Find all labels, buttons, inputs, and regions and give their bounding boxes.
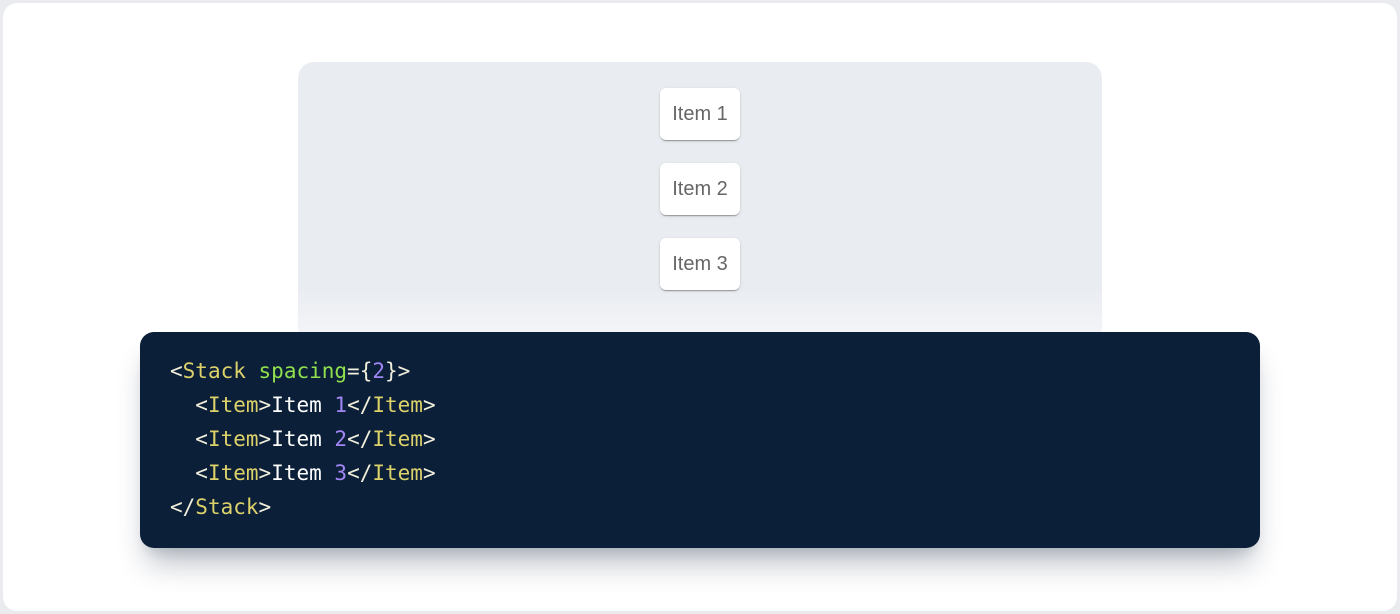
code-token-number: 2: [372, 359, 385, 383]
stack-item-card: Item 2: [660, 163, 740, 215]
code-token-punctuation: </: [170, 495, 195, 519]
stack-container: Item 1 Item 2 Item 3: [298, 62, 1102, 290]
code-line: </Stack>: [170, 490, 1240, 524]
stack-item-label: Item 2: [672, 179, 728, 199]
code-token-text: Item: [271, 461, 334, 485]
page-card: Item 1 Item 2 Item 3 <Stack spacing={2}>…: [3, 3, 1397, 611]
code-token-punctuation: >: [423, 393, 436, 417]
code-token-punctuation: >: [423, 461, 436, 485]
code-token-text: Item: [271, 427, 334, 451]
code-token-tag: Item: [372, 427, 423, 451]
code-token-tag: Stack: [183, 359, 246, 383]
code-token-punctuation: >: [259, 427, 272, 451]
code-token-number: 1: [334, 393, 347, 417]
code-token-number: 3: [334, 461, 347, 485]
code-token-punctuation: <: [195, 427, 208, 451]
code-token-tag: Stack: [195, 495, 258, 519]
code-token-tag: Item: [372, 461, 423, 485]
code-token-punctuation: >: [259, 461, 272, 485]
code-line: <Item>Item 2</Item>: [170, 422, 1240, 456]
code-token-tag: Item: [208, 427, 259, 451]
code-line: <Item>Item 1</Item>: [170, 388, 1240, 422]
code-token-punctuation: ={: [347, 359, 372, 383]
code-token-number: 2: [334, 427, 347, 451]
code-token-text: Item: [271, 393, 334, 417]
code-token-punctuation: </: [347, 427, 372, 451]
code-token-attr: spacing: [259, 359, 348, 383]
code-token-punctuation: >: [259, 495, 272, 519]
code-token-tag: Item: [208, 393, 259, 417]
code-token-punctuation: <: [195, 393, 208, 417]
code-token-punctuation: <: [170, 359, 183, 383]
code-token-punctuation: <: [195, 461, 208, 485]
stack-demo-panel: Item 1 Item 2 Item 3: [298, 62, 1102, 343]
code-token-text: [170, 393, 195, 417]
stack-item-label: Item 1: [672, 104, 728, 124]
code-content: <Stack spacing={2}> <Item>Item 1</Item> …: [170, 354, 1240, 524]
code-token-punctuation: >: [259, 393, 272, 417]
stack-item-label: Item 3: [672, 254, 728, 274]
code-block: <Stack spacing={2}> <Item>Item 1</Item> …: [140, 332, 1260, 548]
code-line: <Item>Item 3</Item>: [170, 456, 1240, 490]
code-line: <Stack spacing={2}>: [170, 354, 1240, 388]
code-token-punctuation: }>: [385, 359, 410, 383]
code-token-punctuation: >: [423, 427, 436, 451]
code-token-text: [170, 427, 195, 451]
code-token-tag: Item: [372, 393, 423, 417]
code-token-tag: Item: [208, 461, 259, 485]
code-token-text: [170, 461, 195, 485]
code-token-text: [246, 359, 259, 383]
stack-item-card: Item 3: [660, 238, 740, 290]
stack-item-card: Item 1: [660, 88, 740, 140]
code-token-punctuation: </: [347, 393, 372, 417]
code-token-punctuation: </: [347, 461, 372, 485]
